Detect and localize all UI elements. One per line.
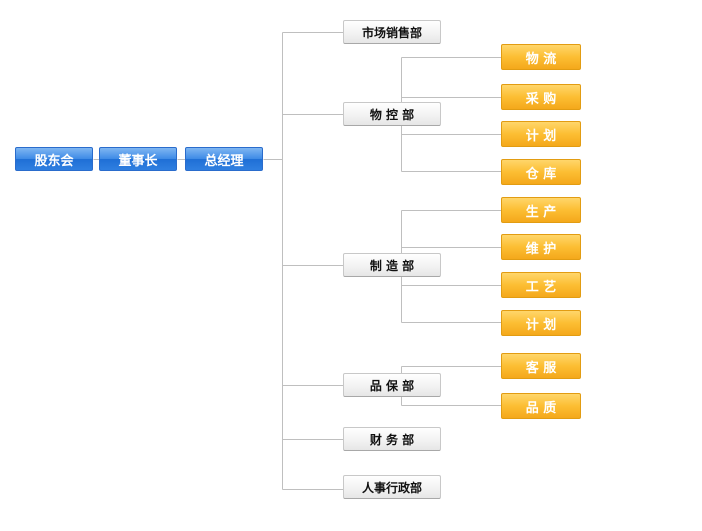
sub-planning-manufacturing[interactable]: 计 划 (501, 310, 581, 336)
node-shareholders[interactable]: 股东会 (15, 147, 93, 171)
sub-customer-service[interactable]: 客 服 (501, 353, 581, 379)
node-chairman[interactable]: 董事长 (99, 147, 177, 171)
sub-production[interactable]: 生 产 (501, 197, 581, 223)
sub-quality[interactable]: 品 质 (501, 393, 581, 419)
dept-hr-admin[interactable]: 人事行政部 (343, 475, 441, 499)
dept-quality[interactable]: 品 保 部 (343, 373, 441, 397)
sub-process[interactable]: 工 艺 (501, 272, 581, 298)
sub-planning-material[interactable]: 计 划 (501, 121, 581, 147)
dept-sales[interactable]: 市场销售部 (343, 20, 441, 44)
sub-purchasing[interactable]: 采 购 (501, 84, 581, 110)
dept-manufacturing[interactable]: 制 造 部 (343, 253, 441, 277)
sub-maintenance[interactable]: 维 护 (501, 234, 581, 260)
sub-logistics[interactable]: 物 流 (501, 44, 581, 70)
dept-material-control[interactable]: 物 控 部 (343, 102, 441, 126)
node-general-manager[interactable]: 总经理 (185, 147, 263, 171)
sub-warehouse[interactable]: 仓 库 (501, 159, 581, 185)
dept-finance[interactable]: 财 务 部 (343, 427, 441, 451)
